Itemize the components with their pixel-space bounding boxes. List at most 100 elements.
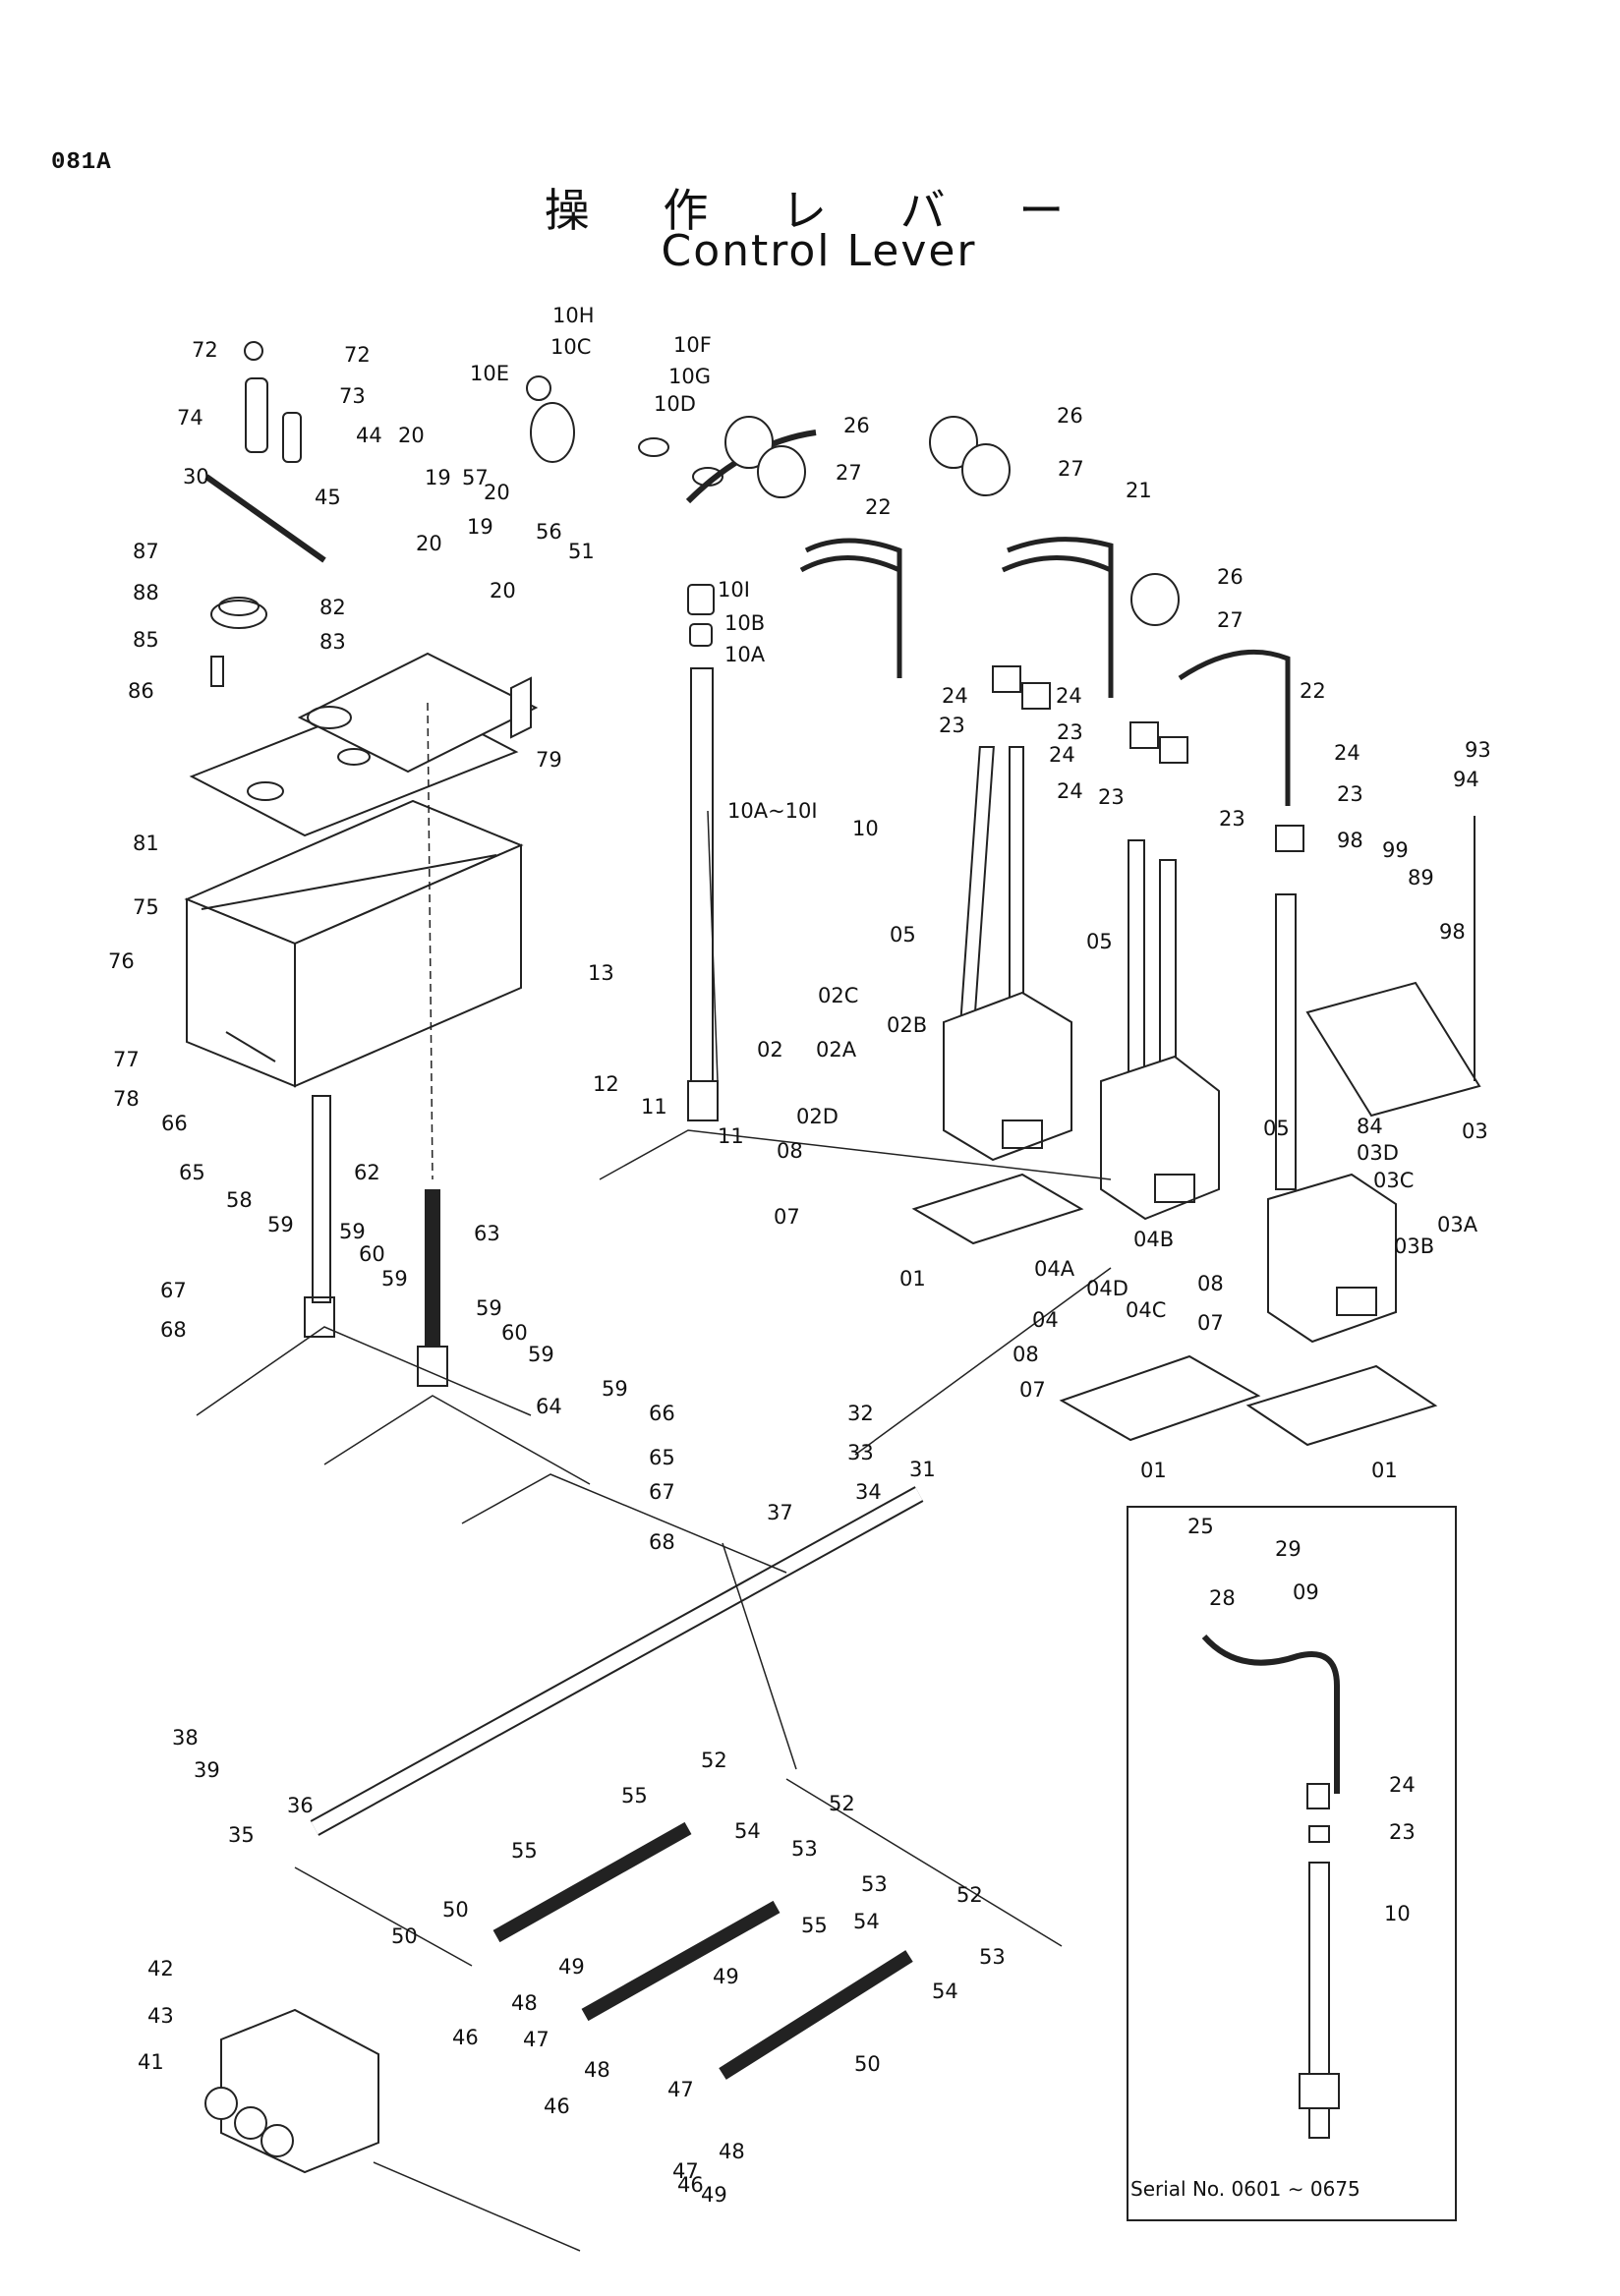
part-label-24: 24: [1334, 741, 1360, 765]
part-label-24: 24: [1057, 779, 1083, 803]
part-label-73: 73: [339, 384, 366, 408]
part-label-72: 72: [344, 343, 371, 367]
part-label-86: 86: [128, 679, 154, 703]
part-label-10i: 10I: [718, 578, 750, 602]
part-label-43: 43: [147, 2004, 174, 2028]
part-label-55: 55: [801, 1914, 828, 1937]
part-label-49: 49: [701, 2183, 727, 2207]
group-label-10a-10i: 10A~10I: [727, 799, 818, 823]
part-label-53: 53: [861, 1872, 888, 1896]
part-label-72: 72: [192, 338, 218, 362]
part-label-47: 47: [523, 2028, 550, 2051]
part-label-05: 05: [1263, 1117, 1290, 1140]
part-label-10f: 10F: [673, 333, 712, 357]
part-label-47: 47: [667, 2078, 694, 2101]
part-label-50: 50: [854, 2052, 881, 2076]
part-label-01: 01: [1140, 1459, 1167, 1482]
part-label-59: 59: [476, 1296, 502, 1320]
part-label-98: 98: [1439, 920, 1466, 944]
part-label-50: 50: [391, 1924, 418, 1948]
part-label-67: 67: [649, 1480, 675, 1504]
part-label-10b: 10B: [724, 611, 765, 635]
part-label-55: 55: [511, 1839, 538, 1863]
part-label-98: 98: [1337, 829, 1363, 852]
part-label-64: 64: [536, 1395, 562, 1418]
serial-number-note: Serial No. 0601 ∼ 0675: [1130, 2177, 1360, 2201]
part-label-85: 85: [133, 628, 159, 652]
part-label-46: 46: [544, 2095, 570, 2118]
part-label-24: 24: [942, 684, 968, 708]
rod-50b: [581, 1900, 781, 2022]
part-label-59: 59: [528, 1343, 554, 1366]
part-label-54: 54: [932, 1980, 958, 2003]
serial-inset-box: [1127, 1506, 1457, 2221]
part-label-37: 37: [767, 1501, 793, 1524]
plate-01c: [1245, 1364, 1438, 1447]
part-label-32: 32: [847, 1402, 874, 1425]
part-label-78: 78: [113, 1087, 140, 1111]
plate-01b: [1059, 1354, 1261, 1442]
part-label-53: 53: [791, 1837, 818, 1861]
rod-50c: [719, 1950, 913, 2080]
part-label-19: 19: [425, 466, 451, 489]
part-label-30: 30: [183, 465, 209, 488]
part-label-63: 63: [474, 1222, 500, 1245]
part-label-22: 22: [1300, 679, 1326, 703]
part-label-88: 88: [133, 581, 159, 604]
part-label-04c: 04C: [1126, 1298, 1166, 1322]
part-label-44: 44: [356, 424, 382, 447]
part-label-20: 20: [416, 532, 442, 555]
rod-30: [204, 474, 326, 563]
title-english: Control Lever: [661, 226, 977, 276]
part-label-62: 62: [354, 1161, 380, 1184]
part-label-56: 56: [536, 520, 562, 544]
part-label-94: 94: [1453, 768, 1479, 791]
part-label-46: 46: [677, 2173, 704, 2197]
part-label-04b: 04B: [1133, 1228, 1174, 1251]
part-label-55: 55: [621, 1784, 648, 1808]
part-label-52: 52: [829, 1792, 855, 1815]
part-label-41: 41: [138, 2050, 164, 2074]
part-label-22: 22: [865, 495, 892, 519]
part-label-02c: 02C: [818, 984, 858, 1007]
part-label-38: 38: [172, 1726, 199, 1750]
part-label-20: 20: [490, 579, 516, 603]
part-label-99: 99: [1382, 838, 1409, 862]
part-label-23: 23: [1219, 807, 1245, 831]
part-label-60: 60: [359, 1242, 385, 1266]
part-label-45: 45: [315, 486, 341, 509]
part-label-01: 01: [899, 1267, 926, 1291]
part-label-23: 23: [1389, 1820, 1416, 1844]
part-label-54: 54: [734, 1819, 761, 1843]
part-label-10e: 10E: [470, 362, 509, 385]
part-label-33: 33: [847, 1441, 874, 1464]
part-label-35: 35: [228, 1823, 255, 1847]
part-label-50: 50: [442, 1898, 469, 1922]
part-label-10a: 10A: [724, 643, 766, 666]
console-box-part: [184, 799, 524, 1088]
part-label-68: 68: [160, 1318, 187, 1342]
part-label-10: 10: [1384, 1902, 1411, 1925]
part-label-08: 08: [777, 1139, 803, 1163]
part-label-59: 59: [602, 1377, 628, 1401]
part-label-66: 66: [649, 1402, 675, 1425]
part-label-23: 23: [1057, 720, 1083, 744]
part-label-59: 59: [267, 1213, 294, 1236]
part-label-03b: 03B: [1394, 1234, 1434, 1258]
part-label-47: 47: [672, 2159, 699, 2183]
part-label-67: 67: [160, 1279, 187, 1302]
part-label-13: 13: [588, 961, 614, 985]
part-label-77: 77: [113, 1048, 140, 1071]
part-label-02b: 02B: [887, 1013, 927, 1037]
grip-73: [282, 412, 302, 463]
part-label-04: 04: [1032, 1308, 1059, 1332]
title-japanese: 操 作 レ バ ー: [544, 184, 1094, 237]
part-label-19: 19: [467, 515, 493, 539]
part-label-04a: 04A: [1034, 1257, 1075, 1281]
part-label-26: 26: [1057, 404, 1083, 428]
part-label-20: 20: [484, 481, 510, 504]
cap-85: [210, 597, 267, 687]
part-label-83: 83: [319, 630, 346, 654]
part-label-26: 26: [843, 414, 870, 437]
